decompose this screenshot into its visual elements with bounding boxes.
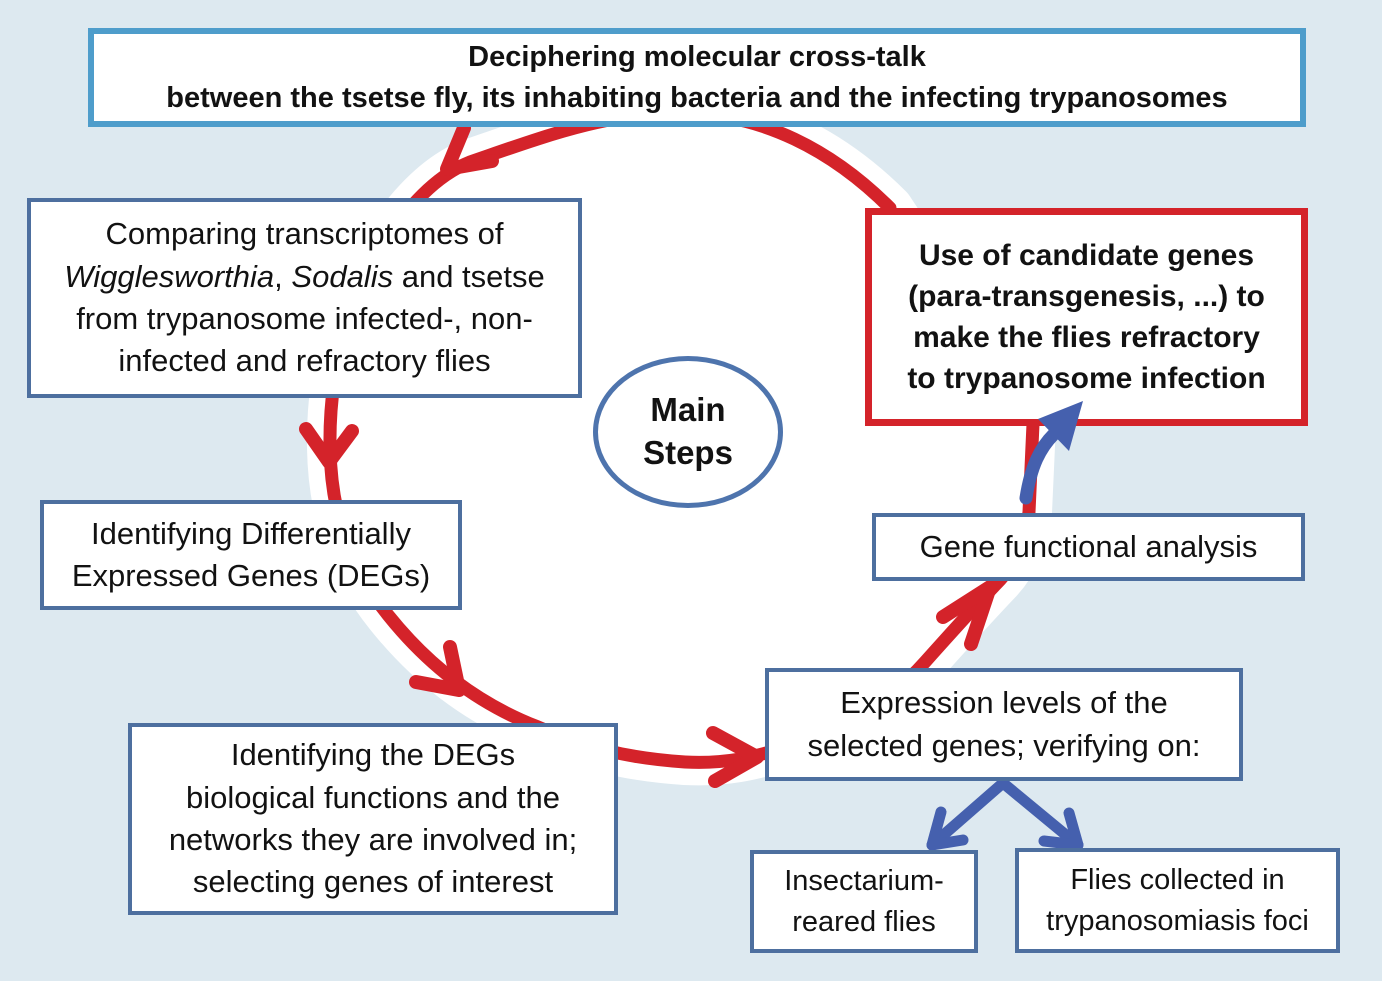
box-line: selected genes; verifying on:: [807, 727, 1201, 763]
box-line: to trypanosome infection: [907, 362, 1266, 396]
blue-arrowhead-to-field-flies: [1038, 807, 1084, 851]
red-arrowhead-to-comparing: [440, 121, 499, 176]
main-steps-line: Main: [650, 391, 726, 429]
field-flies-box: Flies collected in trypanosomiasis foci: [1015, 848, 1340, 953]
box-text: and tsetse: [393, 258, 545, 294]
red-arrowhead-to-gene-functional: [936, 580, 997, 651]
main-steps-ellipse: Main Steps: [593, 356, 783, 508]
red-arrowhead-to-expression: [706, 726, 764, 788]
box-line: networks they are involved in;: [168, 822, 578, 857]
box-line: trypanosomiasis foci: [1046, 904, 1309, 937]
box-line: Expressed Genes (DEGs): [71, 558, 431, 593]
box-text: ,: [274, 258, 292, 294]
species-name: Wigglesworthia: [64, 258, 275, 294]
blue-split-arrow: [926, 777, 1084, 851]
main-steps-line: Steps: [643, 434, 733, 471]
box-line: Flies collected in: [1070, 863, 1285, 896]
box-line: Comparing transcriptomes of: [105, 216, 504, 252]
box-line: Expression levels of the: [840, 685, 1168, 721]
box-line: Use of candidate genes: [918, 238, 1255, 272]
gene-functional-analysis-box: Gene functional analysis: [872, 513, 1305, 581]
box-line: Gene functional analysis: [919, 529, 1258, 565]
box-line: Insectarium-: [784, 864, 944, 897]
box-line: reared flies: [792, 905, 936, 938]
box-line: from trypanosome infected-, non-: [76, 301, 533, 336]
box-line: biological functions and the: [186, 779, 560, 815]
box-line: (para-transgenesis, ...) to: [908, 279, 1265, 313]
expression-levels-box: Expression levels of the selected genes;…: [765, 668, 1243, 781]
title-line: Deciphering molecular cross-talk: [468, 40, 926, 73]
blue-arrowhead-to-insectarium: [926, 806, 969, 851]
identifying-degs-box: Identifying Differentially Expressed Gen…: [40, 500, 462, 610]
degs-functions-box: Identifying the DEGs biological function…: [128, 723, 618, 915]
red-arrowhead-to-degs: [299, 422, 359, 469]
box-line: make the flies refractory: [913, 321, 1260, 354]
red-arrowhead-to-functions: [409, 640, 466, 697]
box-line: Identifying the DEGs: [230, 737, 516, 773]
box-line: Wigglesworthia, Sodalis and tsetse: [64, 256, 545, 298]
title-box: Deciphering molecular cross-talk between…: [88, 28, 1306, 127]
species-name: Sodalis: [291, 258, 394, 294]
insectarium-flies-box: Insectarium- reared flies: [750, 850, 978, 953]
title-line: between the tsetse fly, its inhabiting b…: [166, 81, 1228, 114]
candidate-genes-box: Use of candidate genes (para-transgenesi…: [865, 208, 1308, 426]
box-line: Identifying Differentially: [91, 515, 411, 551]
comparing-transcriptomes-box: Comparing transcriptomes of Wigglesworth…: [27, 198, 582, 398]
box-line: selecting genes of interest: [192, 864, 554, 900]
box-line: infected and refractory flies: [118, 343, 491, 379]
